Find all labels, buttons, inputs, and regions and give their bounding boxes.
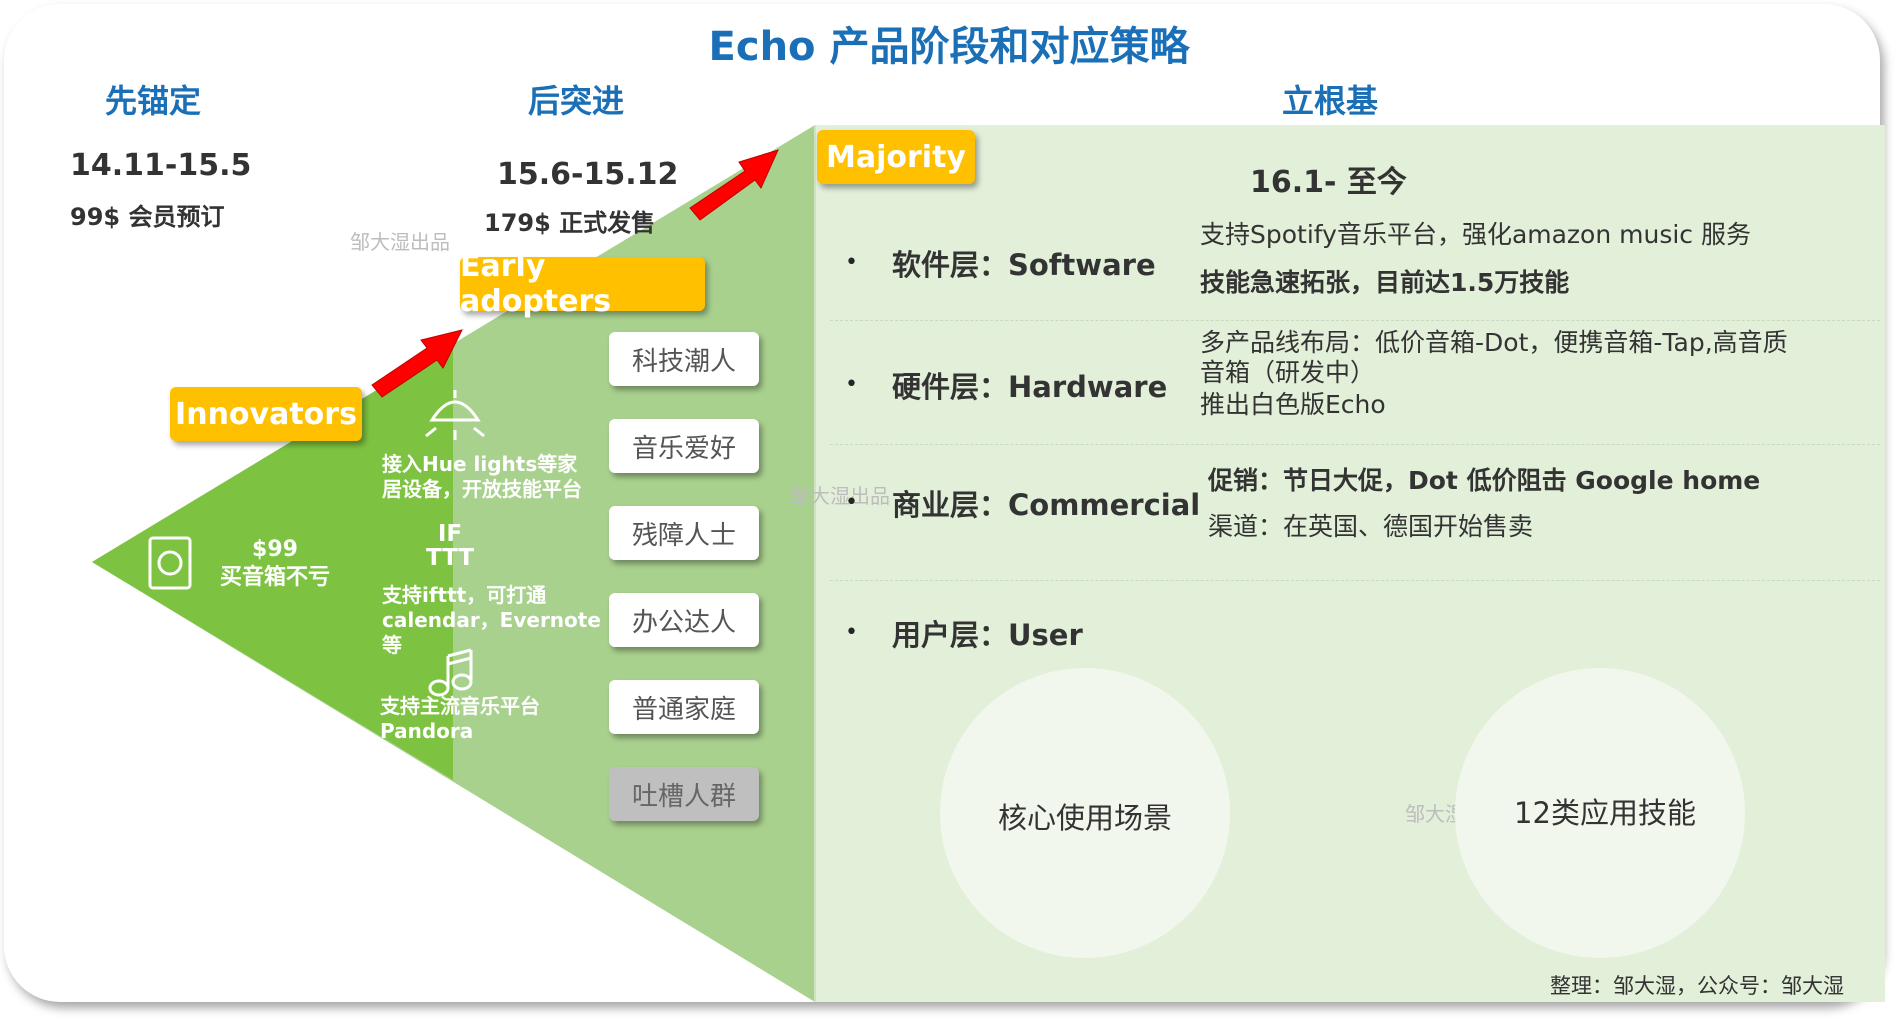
page-title: Echo 产品阶段和对应策略 [708,24,1190,70]
phase-1-note: 99$ 会员预订 [70,203,225,231]
segment-item: 办公达人 [609,593,759,647]
layer-hardware-line-1: 多产品线布局：低价音箱-Dot，便携音箱-Tap,高音质音箱（研发中） [1200,328,1788,387]
layer-hardware-label: 硬件层：Hardware [892,370,1168,404]
innovators-wedge [92,344,453,780]
bullet-icon: • [845,372,858,397]
watermark: 邹大湿出品 [350,230,450,254]
phase-2-title: 后突进 [528,82,625,120]
circle-skills [1455,668,1745,958]
layer-user-label: 用户层：User [892,618,1083,652]
divider [830,580,1880,581]
majority-tag: Majority [817,130,975,184]
circle-core-label: 核心使用场景 [997,801,1172,835]
bullet-icon: • [845,490,858,515]
segment-item: 吐槽人群 [609,767,759,821]
music-note-icon [428,648,473,697]
phase-1-title: 先锚定 [105,82,202,120]
phase-1-date: 14.11-15.5 [70,148,252,183]
innovators-tag: Innovators [170,387,362,441]
segment-item: 残障人士 [609,506,759,560]
divider [830,444,1880,445]
feature-music: 支持主流音乐平台Pandora [380,694,540,743]
segment-item: 音乐爱好 [609,419,759,473]
arrow-early-icon [371,329,463,398]
segment-item: 科技潮人 [609,332,759,386]
lamp-icon [425,390,485,440]
segment-item: 普通家庭 [609,680,759,734]
layer-commercial-label: 商业层：Commercial [892,488,1201,522]
feature-ifttt: 支持ifttt，可打通calendar，Evernote等 [382,583,601,657]
circle-core-scenarios [940,668,1230,958]
circle-skills-label: 12类应用技能 [1514,796,1696,830]
divider [830,320,1880,321]
phase-2-note: 179$ 正式发售 [484,209,656,237]
layer-commercial-line-1: 促销：节日大促，Dot 低价阻击 Google home [1208,466,1761,495]
feature-hue: 接入Hue lights等家居设备，开放技能平台 [382,452,582,501]
layer-commercial-line-2: 渠道：在英国、德国开始售卖 [1208,512,1534,541]
innovators-price: $99 买音箱不亏 [219,537,330,590]
phase-3-date: 16.1- 至今 [1250,165,1407,200]
phase-2-date: 15.6-15.12 [497,157,679,192]
speaker-icon [148,536,192,590]
layer-software-line-2: 技能急速拓张，目前达1.5万技能 [1200,268,1570,297]
watermark: 邹大湿出品 [790,484,890,508]
layer-software-label: 软件层：Software [892,248,1156,282]
arrow-majority-icon [689,149,779,221]
credit-text: 整理：邹大湿，公众号：邹大湿 [1550,974,1844,998]
bullet-icon: • [845,620,858,645]
early-adopters-tag: Early adopters [460,249,705,319]
bullet-icon: • [845,250,858,275]
ifttt-icon: IF TTT [425,521,475,571]
layer-software-line-1: 支持Spotify音乐平台，强化amazon music 服务 [1200,220,1752,249]
phase-3-title: 立根基 [1282,82,1379,120]
layer-hardware-line-2: 推出白色版Echo [1200,390,1386,419]
